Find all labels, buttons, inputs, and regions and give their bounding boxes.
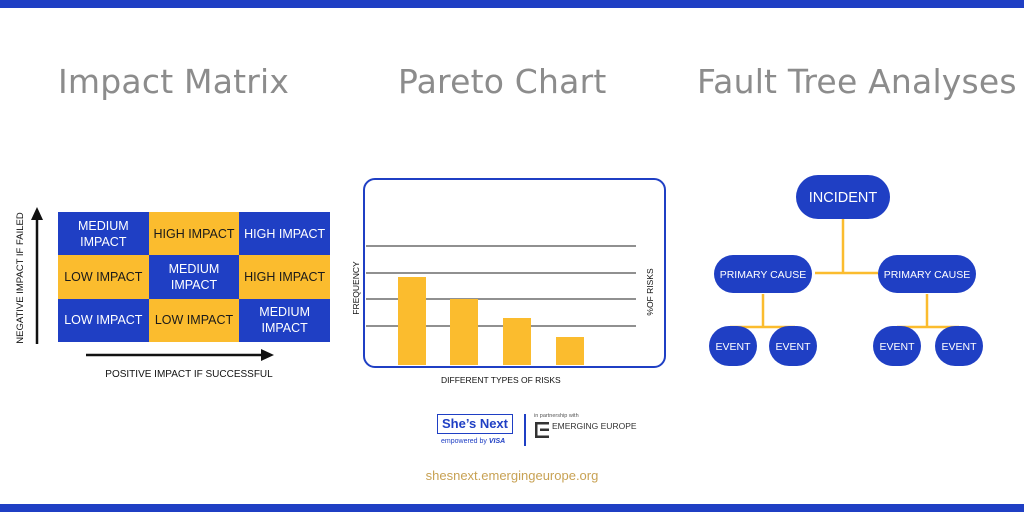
x-axis-arrow (86, 349, 274, 361)
logo-divider (524, 414, 526, 446)
pareto-bar (398, 277, 426, 365)
pareto-chart-frame (363, 178, 666, 368)
partner-name: EMERGING EUROPE (552, 421, 637, 431)
incident-node (796, 175, 890, 219)
matrix-x-axis-label: POSITIVE IMPACT IF SUCCESSFUL (105, 369, 273, 380)
pareto-bar (503, 318, 531, 365)
matrix-cell: MEDIUM IMPACT (148, 255, 240, 299)
event-node (709, 326, 757, 366)
matrix-cell: HIGH IMPACT (239, 255, 330, 299)
matrix-cell: MEDIUM IMPACT (239, 298, 330, 342)
matrix-cell: LOW IMPACT (58, 255, 149, 299)
impact-matrix-title: Impact Matrix (58, 62, 290, 101)
primary-cause-node-label: PRIMARY CAUSE (884, 269, 971, 281)
primary-cause-node-label: PRIMARY CAUSE (720, 269, 807, 281)
fault-tree-title: Fault Tree Analyses (697, 62, 1017, 101)
event-node-label: EVENT (775, 341, 811, 353)
primary-cause-node (878, 255, 976, 293)
logo-sub-text: empowered by (441, 438, 487, 445)
primary-cause-node (714, 255, 812, 293)
event-node (935, 326, 983, 366)
incident-node-label: INCIDENT (809, 190, 878, 206)
event-node-label: EVENT (715, 341, 751, 353)
event-node-label: EVENT (941, 341, 977, 353)
matrix-cell: HIGH IMPACT (148, 212, 240, 256)
partner-text: in partnership with (534, 413, 579, 419)
matrix-cell: LOW IMPACT (148, 298, 240, 342)
pareto-bar (450, 299, 478, 365)
matrix-cell: HIGH IMPACT (239, 212, 330, 256)
pareto-chart-title: Pareto Chart (398, 62, 607, 101)
event-node (873, 326, 921, 366)
logo-subtitle: empowered by VISA (441, 438, 505, 445)
pareto-xlabel: DIFFERENT TYPES OF RISKS (441, 375, 561, 385)
shes-next-logo: She’s Next (437, 414, 513, 434)
bottom-border (0, 504, 1024, 512)
pareto-bar (556, 337, 584, 365)
website-url[interactable]: shesnext.emergingeurope.org (425, 468, 599, 483)
event-node-label: EVENT (879, 341, 915, 353)
emerging-europe-icon (535, 422, 549, 438)
matrix-cell: MEDIUM IMPACT (58, 212, 149, 256)
y-axis-arrow (31, 207, 43, 344)
event-node (769, 326, 817, 366)
matrix-cell: LOW IMPACT (58, 298, 149, 342)
visa-logo-text: VISA (488, 438, 506, 445)
top-border (0, 0, 1024, 8)
